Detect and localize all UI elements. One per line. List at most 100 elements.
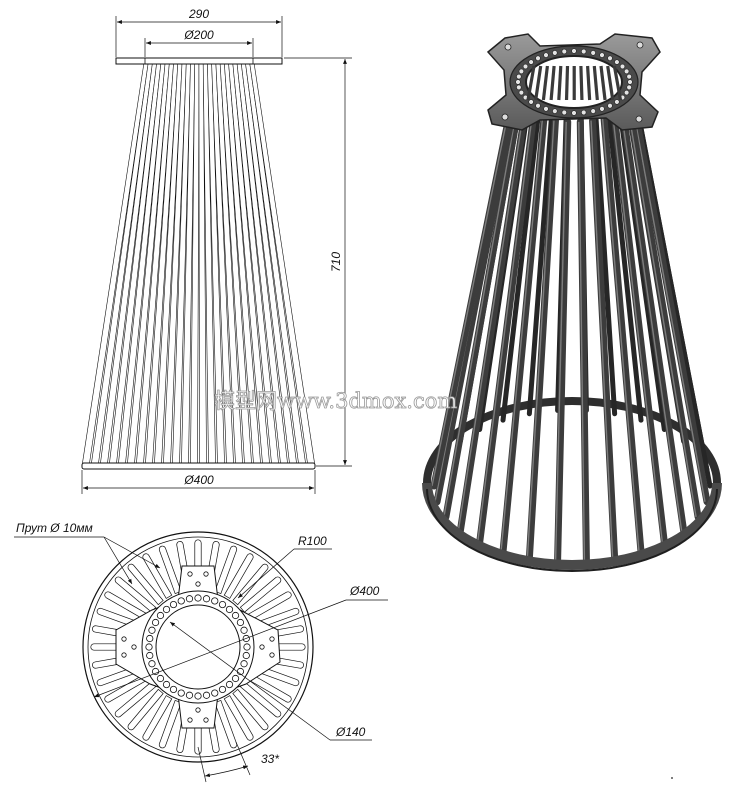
render-rod-highlight [590, 120, 614, 559]
render-hole [581, 48, 587, 55]
plan-hole [151, 667, 160, 676]
leader-radius: R100 [237, 534, 332, 599]
render-hole [590, 108, 596, 114]
plan-rod [223, 695, 254, 741]
render-hole [515, 79, 521, 85]
render-rod-highlight [626, 104, 697, 518]
render-hole [561, 109, 567, 116]
plan-rod [114, 681, 157, 718]
render-view [422, 33, 722, 572]
dim-710-label: 710 [329, 252, 343, 272]
elevation-view: 290 Ø200 710 Ø400 [81, 7, 352, 494]
plan-rod [104, 672, 150, 703]
render-rod [526, 60, 558, 417]
render-hole [607, 55, 613, 61]
render-inner-rod [541, 65, 549, 101]
radius-label: R100 [298, 534, 327, 548]
elevation-rods [82, 63, 315, 464]
render-rod-highlight [554, 121, 567, 562]
render-hole [516, 73, 522, 80]
render-rods-inner [526, 65, 623, 101]
render-hole [614, 99, 620, 105]
render-rod-highlight [601, 117, 640, 552]
render-hole [518, 89, 525, 96]
render-hole [623, 68, 630, 75]
dim-height: 710 [284, 57, 352, 467]
render-hole [535, 55, 541, 61]
leader-rod: Прут Ø 10мм [14, 521, 161, 585]
dim-top-diameter: Ø200 [144, 28, 254, 57]
render-inner-rod [599, 65, 607, 101]
plan-hole [156, 674, 165, 683]
render-hole [626, 84, 632, 91]
render-hole [535, 103, 541, 109]
leader-outer-diameter: Ø400 [93, 584, 388, 698]
angle-label: 33* [261, 752, 279, 766]
plan-hole [194, 594, 202, 602]
plan-hole [169, 685, 178, 694]
render-rod [619, 106, 688, 535]
plan-rod [246, 591, 292, 622]
plan-hole [225, 680, 234, 689]
render-hole [561, 48, 567, 55]
plan-hole [236, 618, 245, 627]
render-inner-rod [586, 65, 592, 101]
plan-hole [151, 618, 160, 627]
plan-hole [240, 626, 248, 634]
render-rod-highlight [611, 114, 664, 543]
plan-rod [158, 699, 182, 749]
render-rod [554, 118, 572, 566]
top-plate [115, 57, 283, 65]
plan-hole [231, 674, 240, 683]
render-hole [590, 50, 596, 56]
plan-holes [145, 594, 251, 700]
dim-200-label: Ø200 [183, 28, 214, 42]
plan-hole [177, 597, 185, 605]
render-hole [581, 109, 587, 116]
render-rod-highlight [526, 120, 555, 559]
render-top-plate [486, 33, 661, 131]
plan-hole [148, 660, 156, 668]
plan-rod [239, 576, 282, 613]
rod-label: Прут Ø 10мм [16, 521, 93, 535]
plan-hole [240, 660, 248, 668]
plan-hole [231, 611, 240, 620]
render-hole [599, 52, 605, 58]
render-rod [590, 60, 618, 417]
render-rod-highlight [500, 117, 544, 552]
plan-rod [104, 591, 150, 622]
render-base-ring-front [422, 482, 722, 570]
plan-hole [211, 597, 219, 605]
render-hole [543, 106, 549, 112]
render-hole [528, 99, 534, 105]
render-hole [607, 103, 613, 109]
render-inner-rod [612, 65, 623, 101]
render-inner-rod [564, 65, 570, 101]
render-rod [610, 110, 668, 546]
render-plate-holes [515, 48, 633, 116]
render-hole [627, 79, 633, 85]
render-hole [543, 52, 549, 58]
render-rod [589, 117, 619, 562]
plan-hole [156, 611, 165, 620]
dim-plate-width: 290 [115, 7, 283, 57]
plan-rod [127, 688, 164, 731]
plan-hole [185, 691, 194, 699]
render-rod [525, 117, 559, 562]
render-rod-highlight [443, 104, 519, 518]
plan-hole [148, 626, 156, 634]
render-rod [576, 118, 590, 566]
render-rod-highlight [620, 109, 683, 531]
plan-rod [114, 576, 157, 613]
render-inner-rod [606, 65, 615, 101]
plan-hole [185, 595, 194, 603]
plan-hole [194, 692, 202, 700]
render-inner-rod [534, 65, 543, 101]
render-rod [442, 100, 523, 521]
plan-rod [232, 688, 269, 731]
render-inner-rod [579, 65, 584, 101]
render-inner-rod [549, 65, 556, 101]
plan-rod [158, 545, 182, 595]
plan-rod [246, 672, 292, 703]
render-rod [601, 63, 644, 423]
